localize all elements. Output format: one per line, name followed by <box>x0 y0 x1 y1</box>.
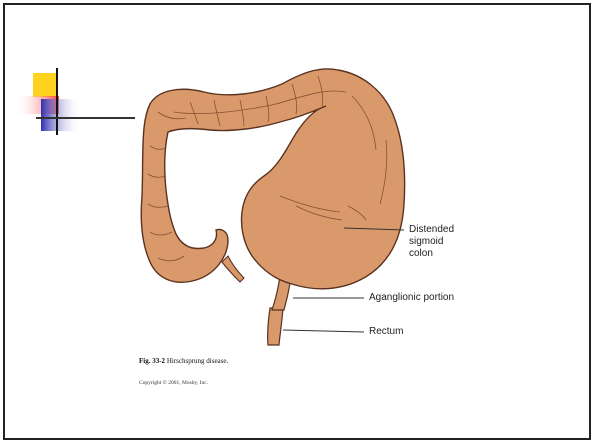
label-distended-line3: colon <box>409 248 433 260</box>
label-distended-line2: sigmoid <box>409 236 443 248</box>
colon-shape <box>141 69 404 289</box>
figure-title: Hirschsprung disease. <box>167 357 228 365</box>
label-aganglionic: Aganglionic portion <box>369 292 454 304</box>
leader-rectum <box>283 330 364 332</box>
rectum-shape <box>268 308 283 345</box>
figure-caption: Fig. 33-2 Hirschsprung disease. <box>139 357 228 365</box>
label-rectum: Rectum <box>369 326 403 338</box>
figure-number: Fig. 33-2 <box>139 357 165 365</box>
appendix-shape <box>222 256 244 282</box>
copyright-notice: Copyright © 2001, Mosby, Inc. <box>139 380 208 386</box>
label-distended-line1: Distended <box>409 224 454 236</box>
